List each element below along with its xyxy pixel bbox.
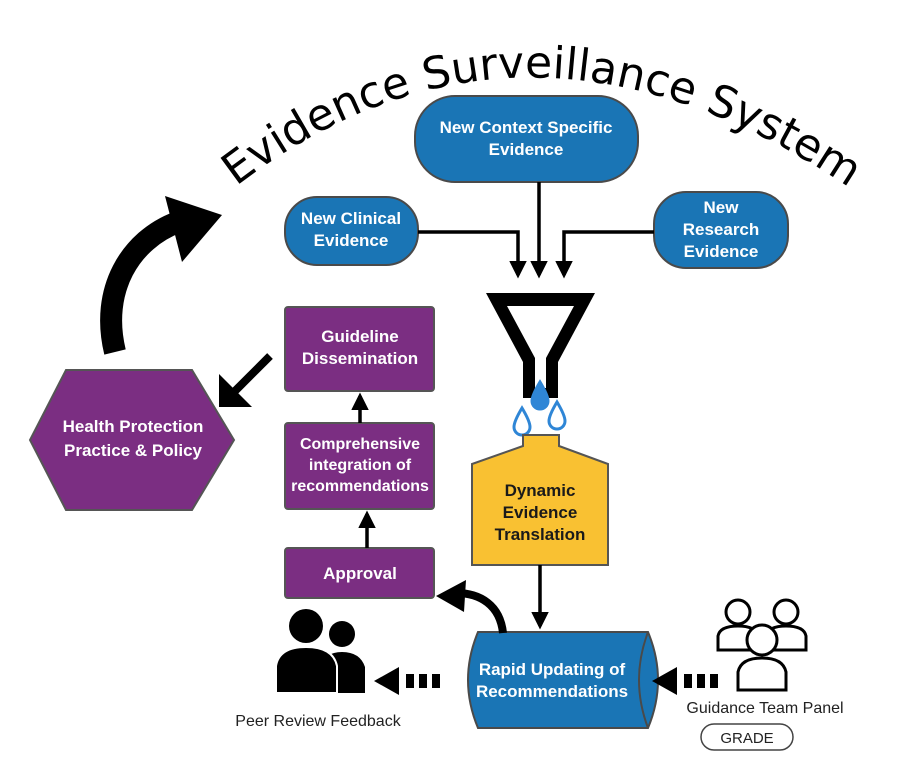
- context-line-1: New Context Specific: [440, 118, 613, 137]
- rapid-to-peer-dotted-arrow: [374, 667, 440, 695]
- funnel-icon: [486, 293, 595, 398]
- guidance-team-label: Guidance Team Panel: [686, 700, 843, 717]
- evidence-translation-node: Dynamic Evidence Translation: [471, 434, 609, 566]
- translation-line-3: Translation: [495, 525, 586, 544]
- people-outline-icon: [716, 598, 808, 692]
- practice-line-1: Health Protection: [63, 417, 204, 436]
- research-line-2: Research: [683, 220, 760, 239]
- curved-arrow-icon: [100, 196, 222, 355]
- research-evidence-node: New Research Evidence: [653, 191, 789, 269]
- practice-policy-node: Health Protection Practice & Policy: [28, 369, 236, 511]
- water-drop-icon: [512, 379, 567, 437]
- research-line-3: Evidence: [684, 242, 759, 261]
- integration-node: Comprehensive integration of recommendat…: [284, 422, 435, 510]
- integration-line-1: Comprehensive: [300, 436, 420, 453]
- approval-label: Approval: [323, 564, 397, 583]
- funnel-input-arrows: [418, 182, 654, 279]
- approval-node: Approval: [284, 547, 435, 599]
- integration-line-3: recommendations: [291, 478, 429, 495]
- dissemination-to-practice-arrow: [219, 353, 273, 407]
- grade-label: GRADE: [720, 730, 773, 747]
- clinical-line-2: Evidence: [314, 231, 389, 250]
- clinical-line-1: New Clinical: [301, 209, 401, 228]
- integration-line-2: integration of: [309, 457, 412, 474]
- rapid-line-1: Rapid Updating of: [479, 660, 626, 679]
- guidance-to-rapid-dotted-arrow: [652, 667, 718, 695]
- dissemination-line-1: Guideline: [321, 327, 398, 346]
- translation-line-2: Evidence: [503, 503, 578, 522]
- dissemination-line-2: Dissemination: [302, 349, 418, 368]
- rapid-updating-node: Rapid Updating of Recommendations: [467, 631, 659, 729]
- translation-line-1: Dynamic: [505, 481, 576, 500]
- clinical-evidence-node: New Clinical Evidence: [284, 196, 419, 266]
- dissemination-node: Guideline Dissemination: [284, 306, 435, 392]
- grade-badge: GRADE: [700, 723, 794, 751]
- rapid-line-2: Recommendations: [476, 682, 628, 701]
- rapid-to-approval-arrow: [436, 580, 507, 634]
- people-silhouette-icon: [275, 609, 365, 694]
- research-line-1: New: [704, 198, 740, 217]
- peer-review-label: Peer Review Feedback: [235, 713, 401, 730]
- context-line-2: Evidence: [489, 140, 564, 159]
- context-evidence-node: New Context Specific Evidence: [414, 95, 639, 183]
- practice-line-2: Practice & Policy: [64, 441, 203, 460]
